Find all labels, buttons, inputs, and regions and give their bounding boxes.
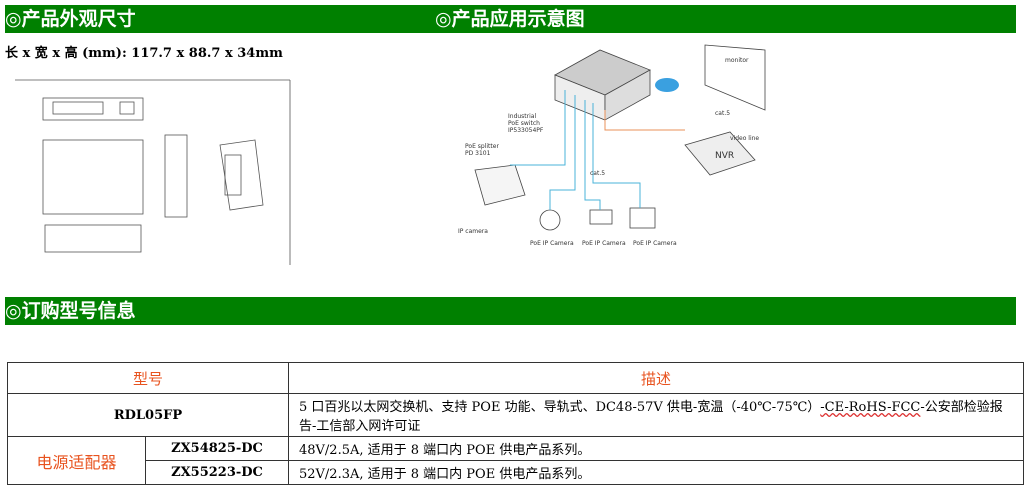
description-cell: 5 口百兆以太网交换机、支持 POE 功能、导轨式、DC48-57V 供电-宽温… [288, 393, 1024, 437]
cat5-label-2: cat.5 [715, 110, 730, 117]
header-description: 描述 [288, 362, 1024, 394]
switch-label-1: Industrial [508, 113, 536, 120]
table-row: 电源适配器 ZX54825-DC 48V/2.5A, 适用于 8 端口内 POE… [7, 436, 1024, 485]
nvr-label: NVR [715, 151, 734, 161]
section-header-bar: ◎产品外观尺寸 ◎产品应用示意图 [5, 5, 1016, 33]
camera-label: PoE IP Camera [582, 240, 626, 247]
switch-label-3: IP533054PF [508, 127, 544, 134]
desc-part-end: -公安部检验报告-工信部入网许可证 [299, 400, 1003, 434]
model-cell: ZX54825-DC [145, 436, 289, 461]
table-row: ZX55223-DC 52V/2.3A, 适用于 8 端口内 POE 供电产品系… [8, 460, 1024, 485]
application-diagram: Industrial PoE switch IP533054PF PoE spl… [458, 44, 766, 247]
ip-camera-label: IP camera [458, 228, 488, 235]
splitter-label-1: PoE splitter [465, 143, 499, 150]
description-cell: 48V/2.5A, 适用于 8 端口内 POE 供电产品系列。 [288, 436, 1024, 461]
desc-part: 5 口百兆以太网交换机、支持 POE 功能、导轨式、DC48-57V 供电-宽温… [299, 400, 821, 415]
dimensions-title: ◎产品外观尺寸 [5, 8, 136, 30]
camera-label: PoE IP Camera [633, 240, 677, 247]
desc-spellcheck-part: -CE-RoHS-FCC [820, 400, 921, 415]
table-row: RDL05FP 5 口百兆以太网交换机、支持 POE 功能、导轨式、DC48-5… [7, 393, 1024, 437]
order-title: ◎订购型号信息 [5, 300, 136, 322]
dimensions-text: 长 x 宽 x 高 (mm): 117.7 x 88.7 x 34mm [5, 46, 283, 61]
monitor-label: monitor [725, 57, 749, 64]
table-header-row: 型号 描述 [7, 362, 1024, 394]
description-cell: 52V/2.3A, 适用于 8 端口内 POE 供电产品系列。 [288, 460, 1024, 485]
camera-label: PoE IP Camera [530, 240, 574, 247]
cat5-label: cat.5 [590, 170, 605, 177]
model-cell: ZX55223-DC [145, 460, 289, 485]
application-title: ◎产品应用示意图 [435, 8, 585, 30]
switch-label-2: PoE switch [508, 120, 540, 127]
order-header-bar: ◎订购型号信息 [5, 297, 1016, 325]
video-line-label: video line [730, 135, 759, 142]
adapter-label: 电源适配器 [7, 436, 146, 485]
splitter-label-2: PD 3101 [465, 150, 491, 157]
model-cell: RDL05FP [7, 393, 289, 437]
header-model: 型号 [7, 362, 289, 394]
order-table: 型号 描述 RDL05FP 5 口百兆以太网交换机、支持 POE 功能、导轨式、… [7, 362, 1024, 485]
dimension-drawing [15, 79, 291, 265]
